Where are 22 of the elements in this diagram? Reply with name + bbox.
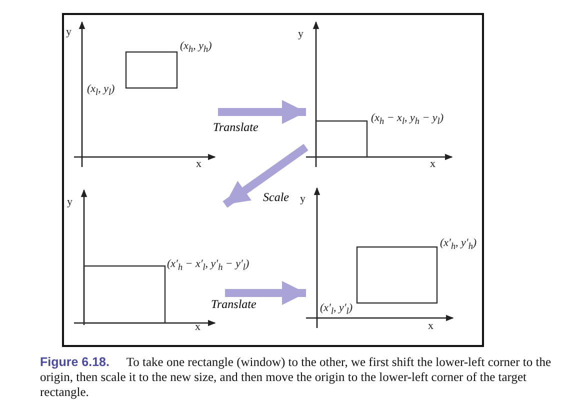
coordinate-label: (x$_{h}$ − x$_{l}$, y$_{h}$ − y$_{l}$): [371, 112, 444, 128]
coordinate-plot-drawing: [306, 186, 456, 330]
edge-label: Translate: [210, 297, 258, 311]
axis-label: y: [66, 26, 72, 39]
arrow: [225, 281, 306, 305]
axis-label: y: [298, 28, 304, 41]
edge-label: Translate: [212, 120, 260, 134]
arrow: [222, 144, 308, 208]
coordinate-label: (x$_{l}$, y$_{l}$): [87, 83, 115, 100]
coordinate-label: (x′$_{h}$, y′$_{h}$): [440, 237, 477, 254]
axis-label: y: [67, 196, 72, 209]
axis-label: x: [195, 321, 200, 334]
axis-label: y: [300, 193, 306, 206]
axis-label: x: [428, 320, 434, 333]
axis-label: x: [196, 158, 202, 171]
edge-label: Scale: [262, 190, 290, 204]
coordinate-label: (x′$_{h}$ − x′$_{l}$, y′$_{h}$ − y′$_{l}$): [167, 258, 250, 274]
axis-label: x: [430, 158, 436, 171]
figure-caption: Figure 6.18. To take one rectangle (window) to the other, we first shift the lower-left corner to the origin, then scale it to the new size, and then move the origin to the lower-left corner of the target rectangle.: [40, 355, 552, 400]
coordinate-label: (x$_{h}$, y$_{h}$): [180, 40, 212, 56]
coordinate-label: (x′$_{l}$, y′$_{l}$): [320, 302, 353, 318]
arrow: [218, 100, 306, 124]
